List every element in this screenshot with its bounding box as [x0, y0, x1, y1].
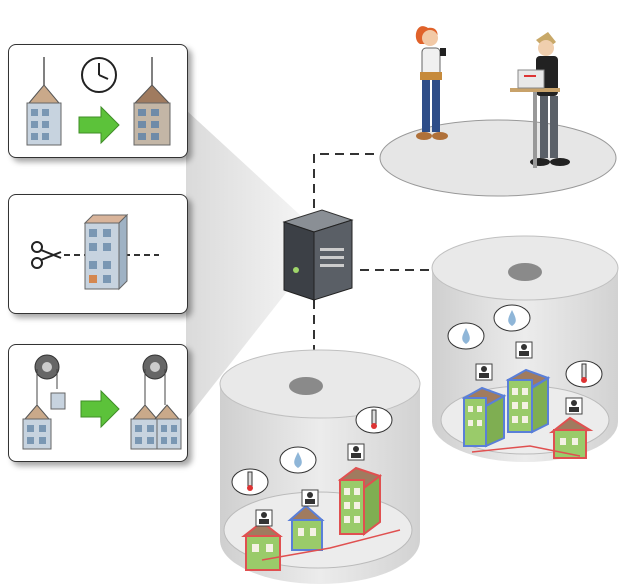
- panel-snapshot: [8, 44, 188, 158]
- user-platform: [379, 119, 617, 197]
- arrow-right-icon: [80, 389, 120, 429]
- thermometer-icon: [231, 468, 269, 496]
- building-icon: [50, 392, 66, 410]
- house-building-icon: [548, 416, 594, 459]
- water-drop-icon: [279, 446, 317, 474]
- building-icon: [22, 404, 52, 450]
- panel-scale: [8, 344, 188, 462]
- building-icon: [153, 404, 182, 450]
- clock-icon: [81, 57, 117, 93]
- apartment-building-icon: [337, 466, 383, 536]
- apartment-building-icon: [461, 386, 507, 448]
- server-icon: [282, 209, 354, 301]
- building-icon: [130, 404, 160, 450]
- person-icon: [255, 509, 273, 527]
- person-icon: [347, 443, 365, 461]
- pulley-icon: [142, 354, 168, 405]
- person-icon: [475, 363, 493, 381]
- house-building-icon: [287, 504, 325, 551]
- woman-with-phone-icon: [415, 26, 448, 140]
- pipe-line: [261, 529, 401, 561]
- person-icon: [301, 489, 319, 507]
- pulley-icon: [34, 354, 60, 405]
- pipe-line: [471, 445, 581, 457]
- building-icon: [83, 213, 129, 291]
- arrow-right-icon: [78, 105, 120, 145]
- apartment-building-icon: [505, 368, 551, 434]
- house-building-icon: [241, 520, 283, 571]
- person-icon: [565, 397, 583, 415]
- network-links: [313, 153, 500, 366]
- scissors-icon: [31, 241, 62, 269]
- tower-building-icon: [26, 57, 62, 146]
- tower-building-icon: [133, 57, 171, 146]
- thermometer-icon: [355, 406, 393, 434]
- man-at-laptop-icon: [510, 32, 570, 168]
- water-drop-icon: [493, 304, 531, 332]
- water-drop-icon: [447, 322, 485, 350]
- person-icon: [515, 341, 533, 359]
- panel-cut: [8, 194, 188, 314]
- thermometer-icon: [565, 360, 603, 388]
